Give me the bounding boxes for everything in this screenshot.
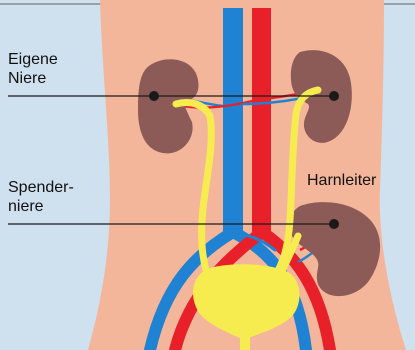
label-eigene-line1: Eigene (8, 50, 58, 69)
vena-cava (223, 8, 243, 236)
label-harnleiter: Harnleiter (307, 171, 376, 190)
label-spender-line1: Spender- (8, 178, 74, 197)
label-spender-line2: niere (8, 197, 44, 216)
aorta (252, 8, 271, 236)
pointer-dot-eigene-left (149, 91, 159, 101)
pointer-dot-spender (329, 219, 339, 229)
urethra (240, 328, 250, 350)
pointer-dot-eigene-right (329, 91, 339, 101)
label-eigene-line2: Niere (8, 69, 46, 88)
